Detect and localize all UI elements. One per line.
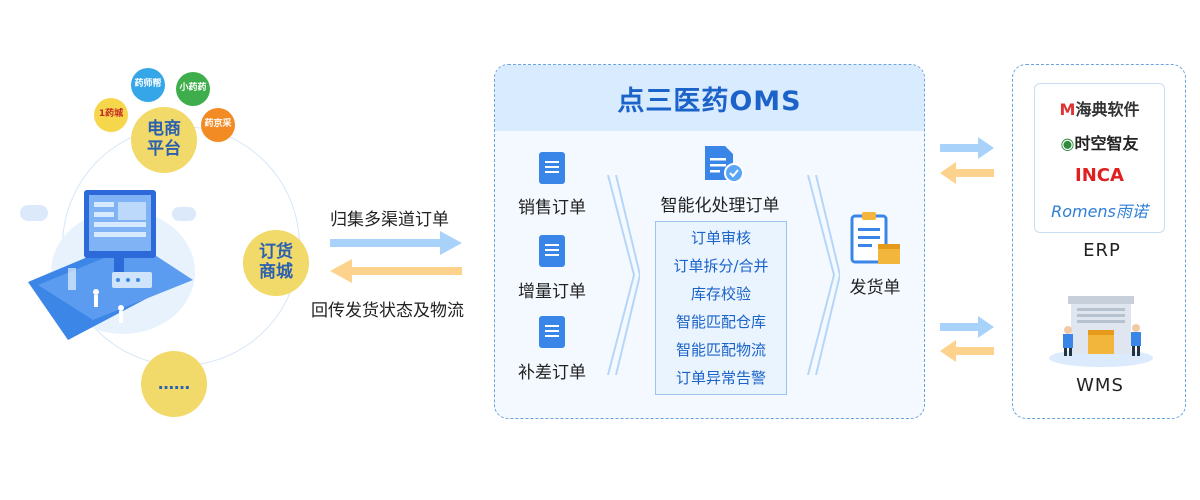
inca-logo: INCA — [1075, 165, 1124, 186]
step-stock-check: 库存校验 — [690, 285, 751, 303]
arrow-right-blue — [330, 231, 462, 255]
erp-arrow-right-blue — [940, 137, 994, 159]
computer-illustration — [18, 180, 218, 340]
erp-label: ERP — [1083, 240, 1121, 261]
smart-process-icon — [703, 144, 745, 184]
warehouse-illustration — [1046, 294, 1156, 368]
incremental-order-icon — [539, 235, 565, 267]
sales-order-label: 销售订单 — [518, 198, 586, 218]
step-exception-alert: 订单异常告警 — [675, 369, 766, 387]
chevron-right-icon — [604, 174, 642, 376]
cloud-icon-left — [20, 205, 48, 221]
cloud-icon-right — [172, 207, 196, 221]
clipboard-icon — [848, 210, 902, 268]
adjustment-order-label: 补差订单 — [518, 363, 586, 383]
chevron-right-icon-2 — [804, 174, 842, 376]
erp-vendors-card: M海典软件 ◉时空智友 INCA Romens雨诺 — [1034, 83, 1165, 233]
process-steps-box: 订单审核 订单拆分/合并 库存校验 智能匹配仓库 智能匹配物流 订单异常告警 — [655, 221, 787, 395]
wms-arrow-right-blue — [940, 316, 994, 338]
app-badge-yaojingcai: 药京采 — [201, 108, 235, 142]
shikong-logo: ◉时空智友 — [1060, 134, 1139, 153]
arrow-left-orange — [330, 259, 462, 283]
app-badge-yaoshibang: 药师帮 — [131, 68, 165, 102]
romens-logo: Romens雨诺 — [1051, 202, 1148, 221]
sales-order-icon — [539, 152, 565, 184]
wms-label: WMS — [1076, 375, 1124, 396]
step-split-merge: 订单拆分/合并 — [673, 257, 769, 275]
ordering-mall-node: 订货 商城 — [243, 230, 309, 296]
delivery-note-label: 发货单 — [849, 278, 901, 298]
erp-arrow-left-orange — [940, 162, 994, 184]
oms-title: 点三医药OMS — [495, 65, 924, 131]
haidian-logo: M海典软件 — [1059, 100, 1140, 119]
step-match-logistics: 智能匹配物流 — [675, 341, 766, 359]
app-badge-xiaoyaoyao: 小药药 — [176, 72, 210, 106]
adjustment-order-icon — [539, 316, 565, 348]
ecommerce-platform-node: 电商 平台 — [131, 107, 197, 173]
wms-arrow-left-orange — [940, 340, 994, 362]
app-badge-1yaocheng: 1药城 — [94, 98, 128, 132]
step-order-review: 订单审核 — [690, 229, 751, 247]
step-match-warehouse: 智能匹配仓库 — [675, 313, 766, 331]
collect-orders-label: 归集多渠道订单 — [330, 210, 449, 230]
incremental-order-label: 增量订单 — [518, 282, 586, 302]
smart-process-title: 智能化处理订单 — [660, 196, 780, 216]
return-status-label: 回传发货状态及物流 — [311, 301, 464, 321]
more-platforms-node: …… — [141, 351, 207, 417]
